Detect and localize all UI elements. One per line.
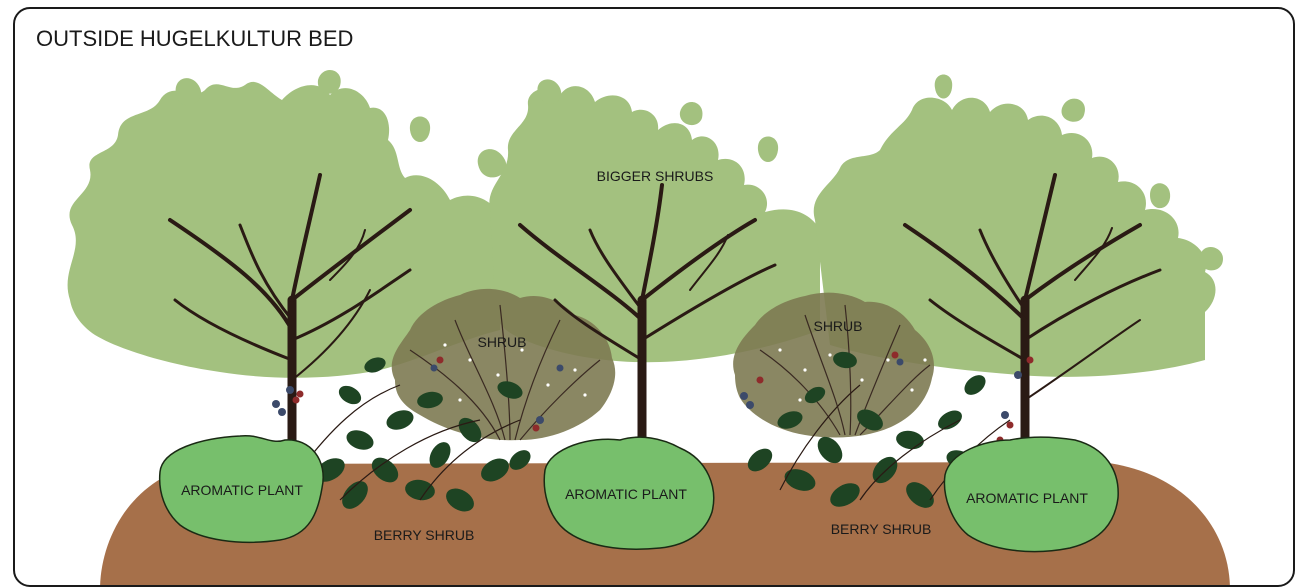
label-shrub-right: SHRUB (813, 318, 862, 334)
label-berry-left: BERRY SHRUB (374, 527, 475, 543)
label-berry-right: BERRY SHRUB (831, 521, 932, 537)
label-aromatic-right: AROMATIC PLANT (966, 490, 1088, 506)
label-aromatic-center: AROMATIC PLANT (565, 486, 687, 502)
label-shrub-left: SHRUB (477, 334, 526, 350)
diagram-title: OUTSIDE HUGELKULTUR BED (36, 26, 353, 51)
label-aromatic-left: AROMATIC PLANT (181, 482, 303, 498)
label-bigger-shrubs: BIGGER SHRUBS (597, 168, 714, 184)
